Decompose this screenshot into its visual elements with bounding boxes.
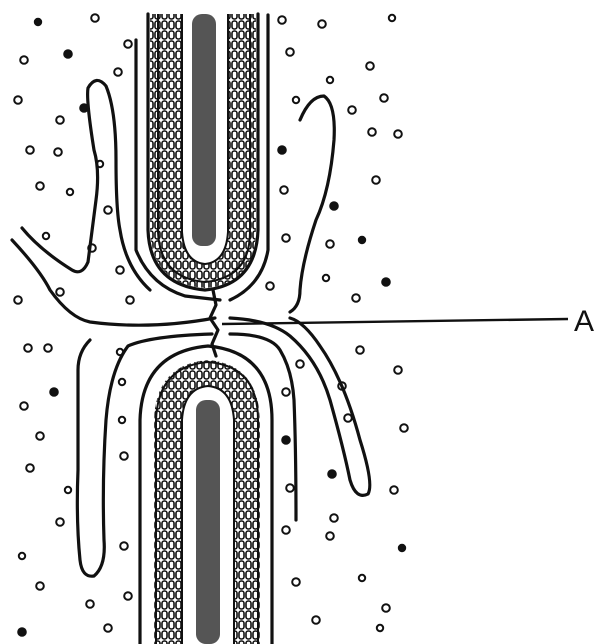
background-dot [312,616,320,624]
background-dot [14,296,22,304]
background-dot [348,106,356,114]
background-dot [280,186,288,194]
background-dot [327,77,333,83]
background-dot [26,146,34,154]
upper-axon-terminal [148,14,258,290]
background-dot [323,275,329,281]
background-dot [91,14,99,22]
background-dot [114,68,122,76]
background-dot [356,346,364,354]
background-dot [116,266,124,274]
background-dot [328,470,336,478]
background-dot [377,625,383,631]
background-dot [266,282,274,290]
background-dot [20,402,28,410]
background-dot [36,182,44,190]
background-dot [344,414,352,422]
background-dot [326,240,334,248]
background-dot [14,96,22,104]
background-dot [330,202,338,210]
background-dot [36,432,44,440]
background-dot [120,542,128,550]
background-dot [36,582,44,590]
upper-core [192,14,216,246]
background-dot [124,592,132,600]
background-dot [65,487,71,493]
background-dot [372,176,380,184]
background-dot [124,40,132,48]
background-dot [278,146,286,154]
background-dot [359,575,365,581]
background-dot [330,514,338,522]
background-dot [104,206,112,214]
background-dot [20,56,28,64]
background-dot [292,578,300,586]
background-dot [56,518,64,526]
background-dot [382,278,390,286]
background-dot [352,294,360,302]
label-a: A [574,305,594,338]
background-dot [18,628,26,636]
background-dot [326,532,334,540]
background-dot [293,97,299,103]
background-dot [119,379,125,385]
background-dot [35,19,41,25]
background-dot [24,344,32,352]
background-dot [400,424,408,432]
background-dot [50,388,58,396]
background-dot [282,526,290,534]
background-dot [380,94,388,102]
background-dot [119,417,125,423]
background-dot [126,296,134,304]
background-dot [282,388,290,396]
background-dot [19,553,25,559]
background-dot [318,20,326,28]
lower-axon-terminal [140,346,272,644]
background-dot [296,360,304,368]
background-dot [366,62,374,70]
background-dot [278,16,286,24]
background-dot [44,344,52,352]
lower-core [196,400,220,644]
background-dot [399,545,405,551]
background-dot [64,50,72,58]
background-dot [282,436,290,444]
background-dot [394,366,402,374]
background-dot [282,234,290,242]
background-dot [26,464,34,472]
background-dot [286,48,294,56]
label-a-leader-line [222,319,568,324]
background-dot [86,600,94,608]
background-dot [67,189,73,195]
background-dot [359,237,365,243]
background-dot [56,288,64,296]
background-dot [390,486,398,494]
background-dot [286,484,294,492]
background-dot [382,604,390,612]
background-dot [43,233,49,239]
background-dot [394,130,402,138]
background-dot [120,452,128,460]
background-dot [389,15,395,21]
background-dot [54,148,62,156]
background-dot [368,128,376,136]
background-dot [56,116,64,124]
background-dot [104,624,112,632]
